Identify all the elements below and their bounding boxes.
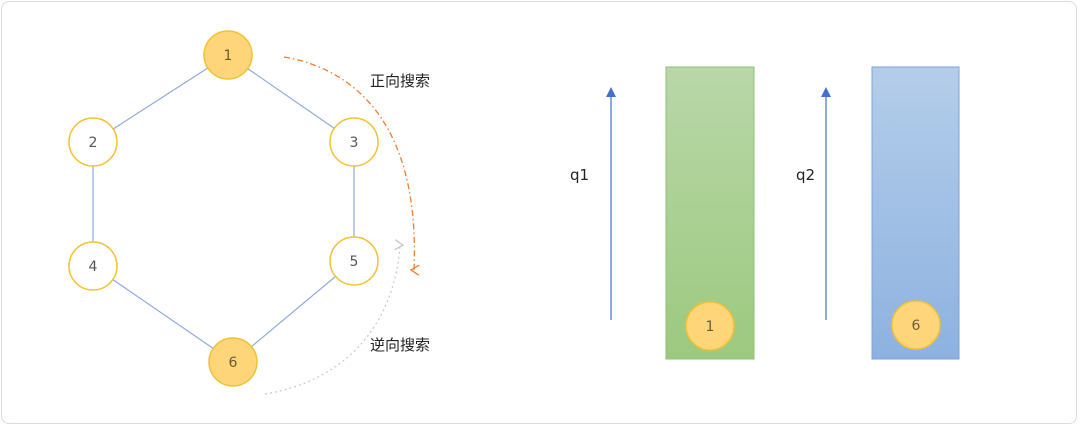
edge-1-2	[92, 54, 229, 143]
graph-node-1: 1	[203, 30, 253, 80]
queue-q1-item	[685, 301, 735, 351]
queue-q2: q2 6	[796, 66, 960, 360]
node-label: 5	[350, 254, 359, 270]
graph-node-4: 4	[68, 241, 118, 291]
queue-q2-item-label: 6	[912, 318, 921, 334]
graph-node-6: 6	[208, 337, 258, 387]
node-label: 3	[350, 135, 359, 151]
queue-q2-label: q2	[796, 166, 815, 184]
node-label: 2	[89, 135, 98, 151]
forward-search-label: 正向搜索	[370, 72, 430, 90]
node-label: 1	[224, 48, 233, 64]
graph-node-2: 2	[68, 117, 118, 167]
queue-q2-item	[891, 300, 941, 350]
backward-search-arrow	[264, 239, 405, 395]
queue-q1-label: q1	[570, 166, 589, 184]
graph-edges	[92, 54, 355, 363]
forward-search-arrow	[283, 56, 420, 276]
backward-search-label: 逆向搜索	[370, 336, 430, 354]
graph-node-3: 3	[329, 117, 379, 167]
graph-node-5: 5	[329, 236, 379, 286]
edge-1-3	[227, 54, 355, 143]
node-label: 6	[229, 355, 238, 371]
edge-4-6	[92, 265, 234, 363]
queue-q1-item-label: 1	[706, 319, 715, 335]
queue-q1: q1 1	[570, 66, 755, 360]
edge-5-6	[232, 260, 355, 363]
node-label: 4	[89, 259, 98, 275]
